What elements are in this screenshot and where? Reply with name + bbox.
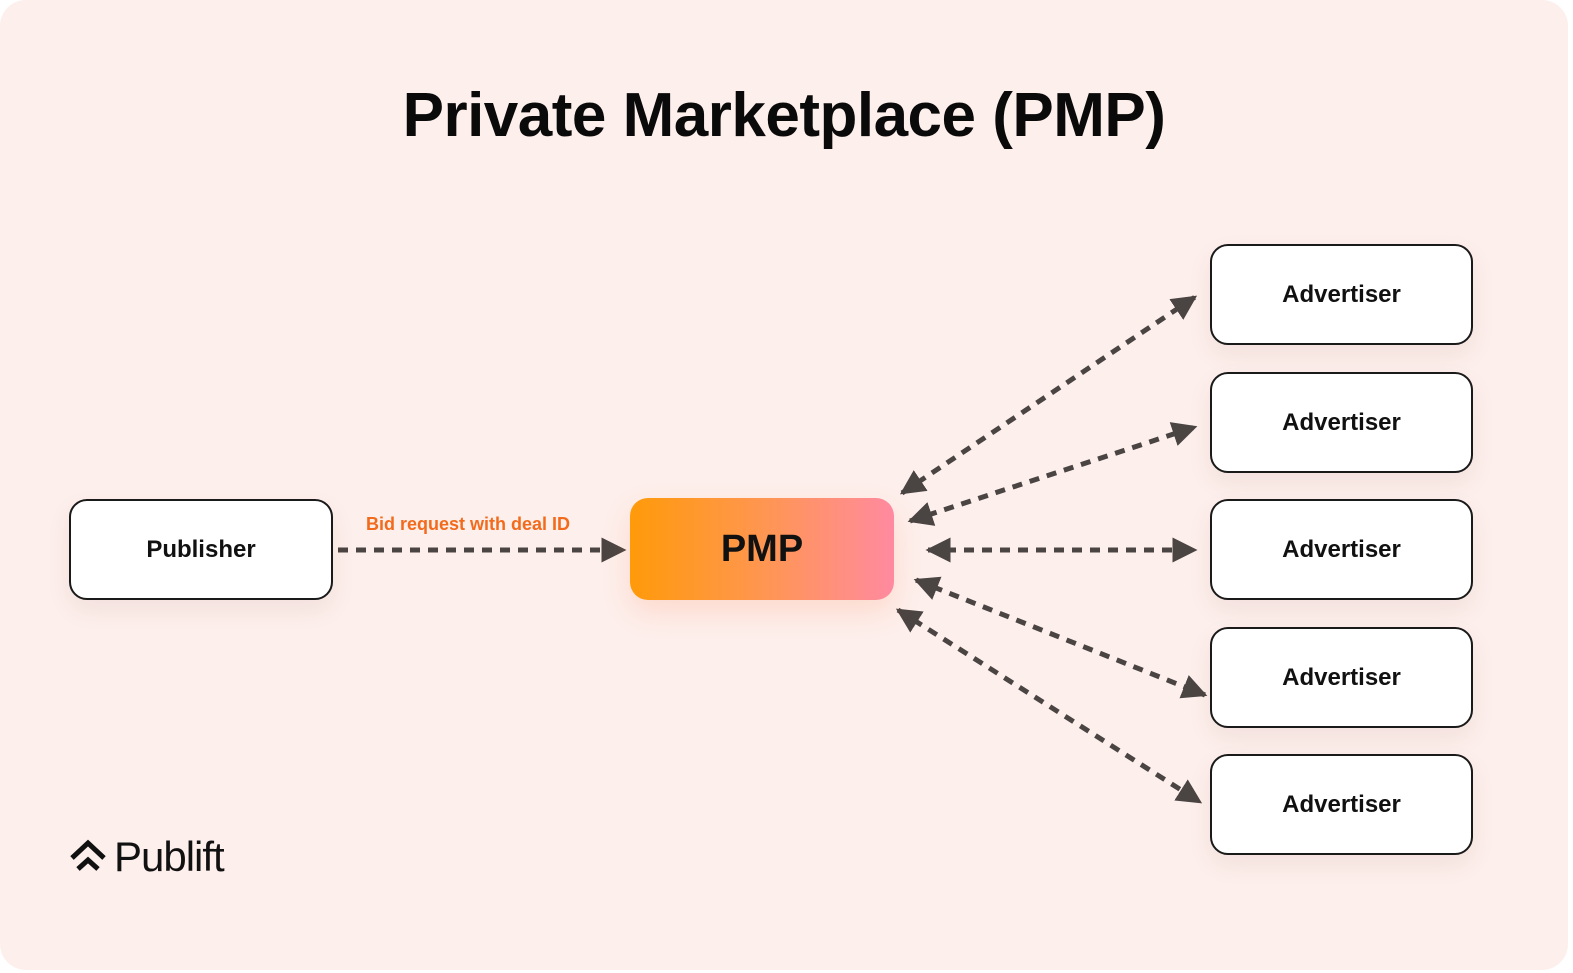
bid-request-label: Bid request with deal ID	[365, 514, 571, 534]
advertiser-node-4: Advertiser	[1210, 627, 1473, 728]
advertiser-node-5: Advertiser	[1210, 754, 1473, 855]
chevrons-up-icon	[70, 839, 106, 871]
edge-pmp-advertiser-2	[907, 422, 1198, 526]
advertiser-node-2: Advertiser	[1210, 372, 1473, 473]
logo-text: Publift	[114, 833, 225, 880]
publift-logo: Publift	[68, 832, 225, 882]
edge-pmp-advertiser-5	[895, 607, 1203, 805]
edge-pmp-advertiser-1	[899, 294, 1198, 496]
advertiser-node-1: Advertiser	[1210, 244, 1473, 345]
diagram-title: Private Marketplace (PMP)	[402, 81, 1166, 150]
publisher-node: Publisher	[69, 499, 333, 600]
pmp-node: PMP	[630, 498, 894, 600]
advertiser-node-3: Advertiser	[1210, 499, 1473, 600]
edge-pmp-advertiser-4	[913, 576, 1208, 699]
